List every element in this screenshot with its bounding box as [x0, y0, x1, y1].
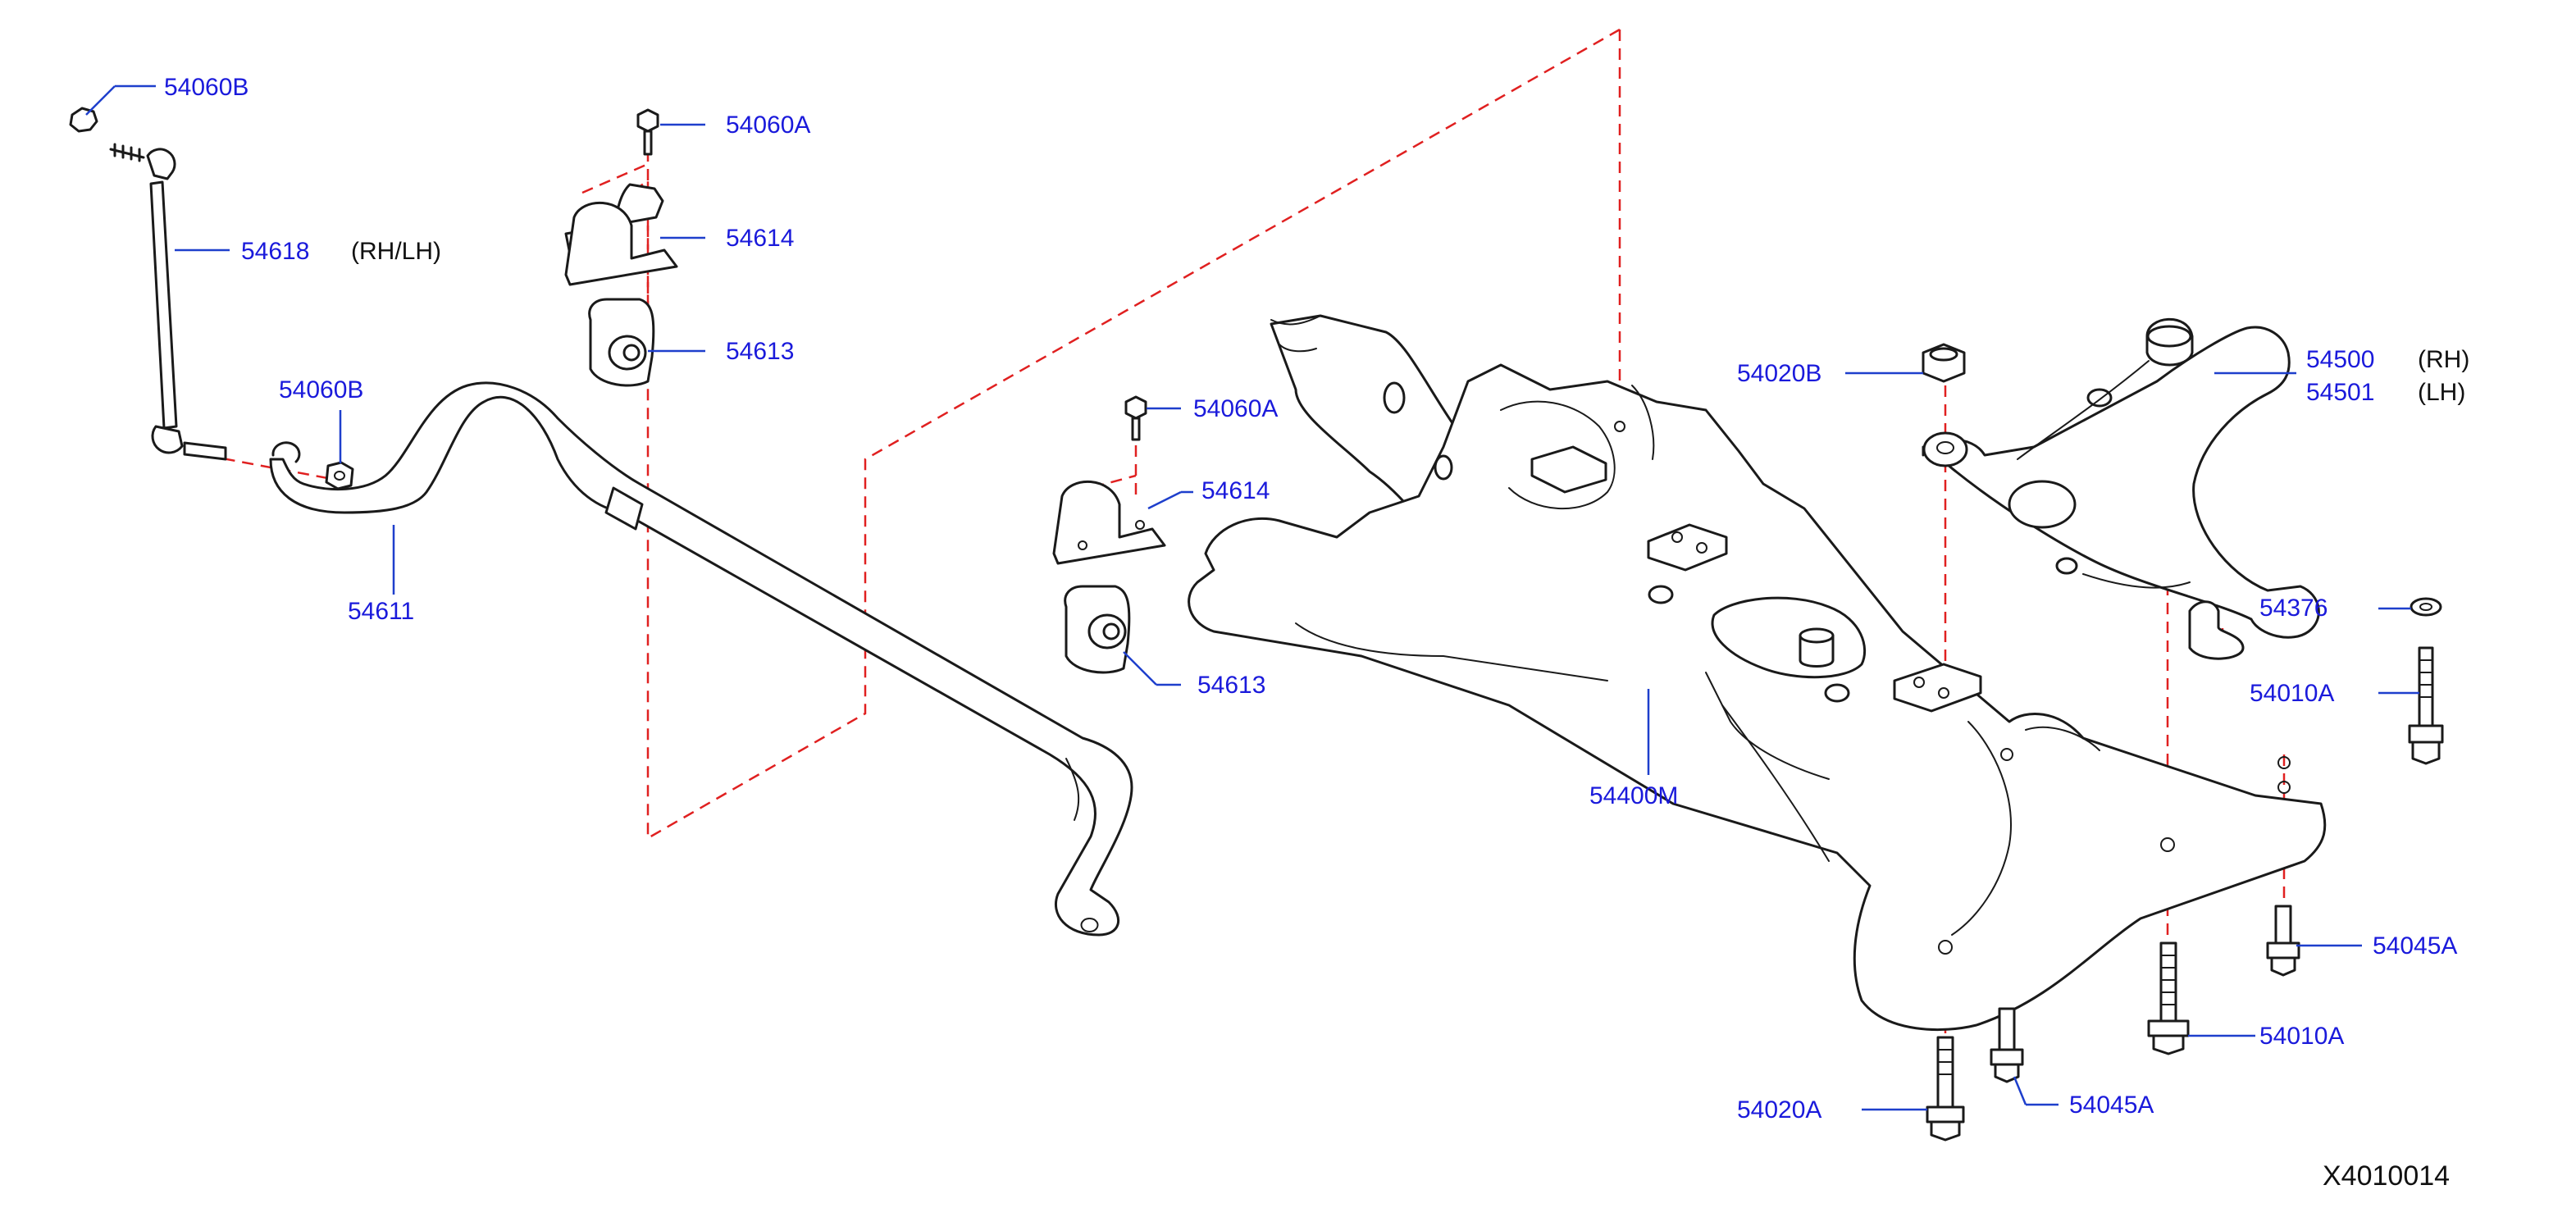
callout-54614-right[interactable]: 54614 — [1201, 477, 1270, 504]
callout-54618-side: (RH/LH) — [351, 238, 441, 265]
callout-labels: 54060B 54618 (RH/LH) 54060B 54611 54060A… — [164, 74, 2469, 1124]
leader-lines — [85, 84, 2419, 1111]
hardware-54020A-bolt — [1926, 1036, 1965, 1142]
hardware-54045A-right-bolt — [2266, 905, 2300, 977]
diagram-reference-code: X4010014 — [2323, 1160, 2450, 1192]
clamp-set-right — [1052, 395, 1166, 674]
hardware-54010A-lower-bolt — [2147, 941, 2190, 1055]
callout-54060A-right[interactable]: 54060A — [1193, 395, 1278, 422]
callout-54614-left[interactable]: 54614 — [726, 225, 794, 252]
hardware-54376-washer — [2410, 597, 2442, 617]
lower-arm — [1922, 317, 2320, 660]
callout-54501-side: (LH) — [2418, 379, 2465, 406]
callout-54613-right[interactable]: 54613 — [1197, 672, 1265, 699]
small-nut-54060B — [325, 461, 354, 490]
callout-54500[interactable]: 54500 — [2306, 346, 2374, 373]
hardware-54020B-nut — [1922, 343, 1966, 383]
stabilizer-bar — [269, 381, 1133, 937]
callout-54376[interactable]: 54376 — [2259, 595, 2328, 622]
callout-54400M[interactable]: 54400M — [1589, 782, 1678, 809]
callout-54500-side: (RH) — [2418, 346, 2469, 373]
callout-54010A-upper[interactable]: 54010A — [2250, 680, 2334, 707]
callout-54045A-right[interactable]: 54045A — [2373, 932, 2457, 959]
callout-54613-left[interactable]: 54613 — [726, 338, 794, 365]
hardware-54045A-lower-bolt — [1990, 1007, 2024, 1083]
clamp-set-left — [564, 108, 678, 387]
suspension-member — [1188, 314, 2327, 1032]
callout-54045A-lower[interactable]: 54045A — [2069, 1092, 2154, 1119]
callout-54060B-mid[interactable]: 54060B — [279, 376, 363, 403]
callout-54020B[interactable]: 54020B — [1737, 360, 1821, 387]
stabilizer-link — [69, 107, 227, 461]
hardware-54010A-upper-bolt — [2408, 646, 2444, 765]
callout-54020A[interactable]: 54020A — [1737, 1096, 1821, 1124]
callout-54501[interactable]: 54501 — [2306, 379, 2374, 406]
callout-54611[interactable]: 54611 — [348, 598, 414, 625]
callout-54618[interactable]: 54618 — [241, 238, 309, 265]
callout-54010A-lower[interactable]: 54010A — [2259, 1023, 2344, 1050]
callout-54060B-top[interactable]: 54060B — [164, 74, 248, 101]
callout-54060A-left[interactable]: 54060A — [726, 112, 810, 139]
